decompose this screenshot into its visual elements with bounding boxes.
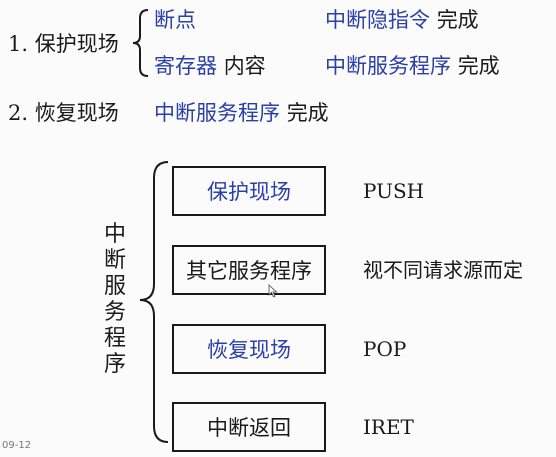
step-2-note: 视不同请求源而定 xyxy=(363,258,523,282)
section1-row-2-action: 中断服务程序 完成 xyxy=(325,52,500,80)
step-1-note: PUSH xyxy=(363,179,425,203)
step-3-note: POP xyxy=(363,337,407,361)
section1-row-1: 断点 xyxy=(154,6,196,34)
section1-row-1-action: 中断隐指令 完成 xyxy=(325,6,479,34)
step-box-save-context: 保护现场 xyxy=(172,166,326,216)
vertical-label-char-6: 序 xyxy=(104,352,127,377)
mouse-pointer-icon xyxy=(268,284,278,298)
section1-brace xyxy=(132,9,149,77)
vertical-label-char-5: 程 xyxy=(104,326,127,351)
step-box-interrupt-return: 中断返回 xyxy=(172,402,326,452)
row2-action: 中断服务程序 xyxy=(325,54,451,78)
section2-action-line: 中断服务程序 完成 xyxy=(154,99,329,127)
step-box-restore-context: 恢复现场 xyxy=(172,324,326,374)
row2-status: 完成 xyxy=(457,54,500,78)
vertical-label-char-1: 中 xyxy=(104,222,127,247)
page-number: 09-12 xyxy=(2,440,32,451)
vertical-label-char-3: 服 xyxy=(104,274,127,299)
row2-item: 寄存器 xyxy=(154,54,217,78)
vertical-label-char-2: 断 xyxy=(104,248,127,273)
row1-action: 中断隐指令 xyxy=(325,8,430,32)
section1-row-2: 寄存器 内容 xyxy=(154,52,266,80)
step-4-label: 中断返回 xyxy=(207,416,291,440)
diagram-brace xyxy=(139,161,169,443)
step-box-other-service: 其它服务程序 xyxy=(172,245,326,295)
section2-status: 完成 xyxy=(286,101,329,125)
section2-label: 2. 恢复现场 xyxy=(8,101,119,125)
section1-label: 1. 保护现场 xyxy=(8,32,119,56)
vertical-label-char-4: 务 xyxy=(104,300,127,325)
step-3-label: 恢复现场 xyxy=(207,338,291,362)
step-1-label: 保护现场 xyxy=(207,180,291,204)
row2-item-suffix: 内容 xyxy=(223,54,266,78)
section2-action: 中断服务程序 xyxy=(154,101,280,125)
row1-status: 完成 xyxy=(436,8,479,32)
row1-item: 断点 xyxy=(154,8,196,32)
step-2-label: 其它服务程序 xyxy=(186,259,312,283)
step-4-note: IRET xyxy=(363,415,414,439)
